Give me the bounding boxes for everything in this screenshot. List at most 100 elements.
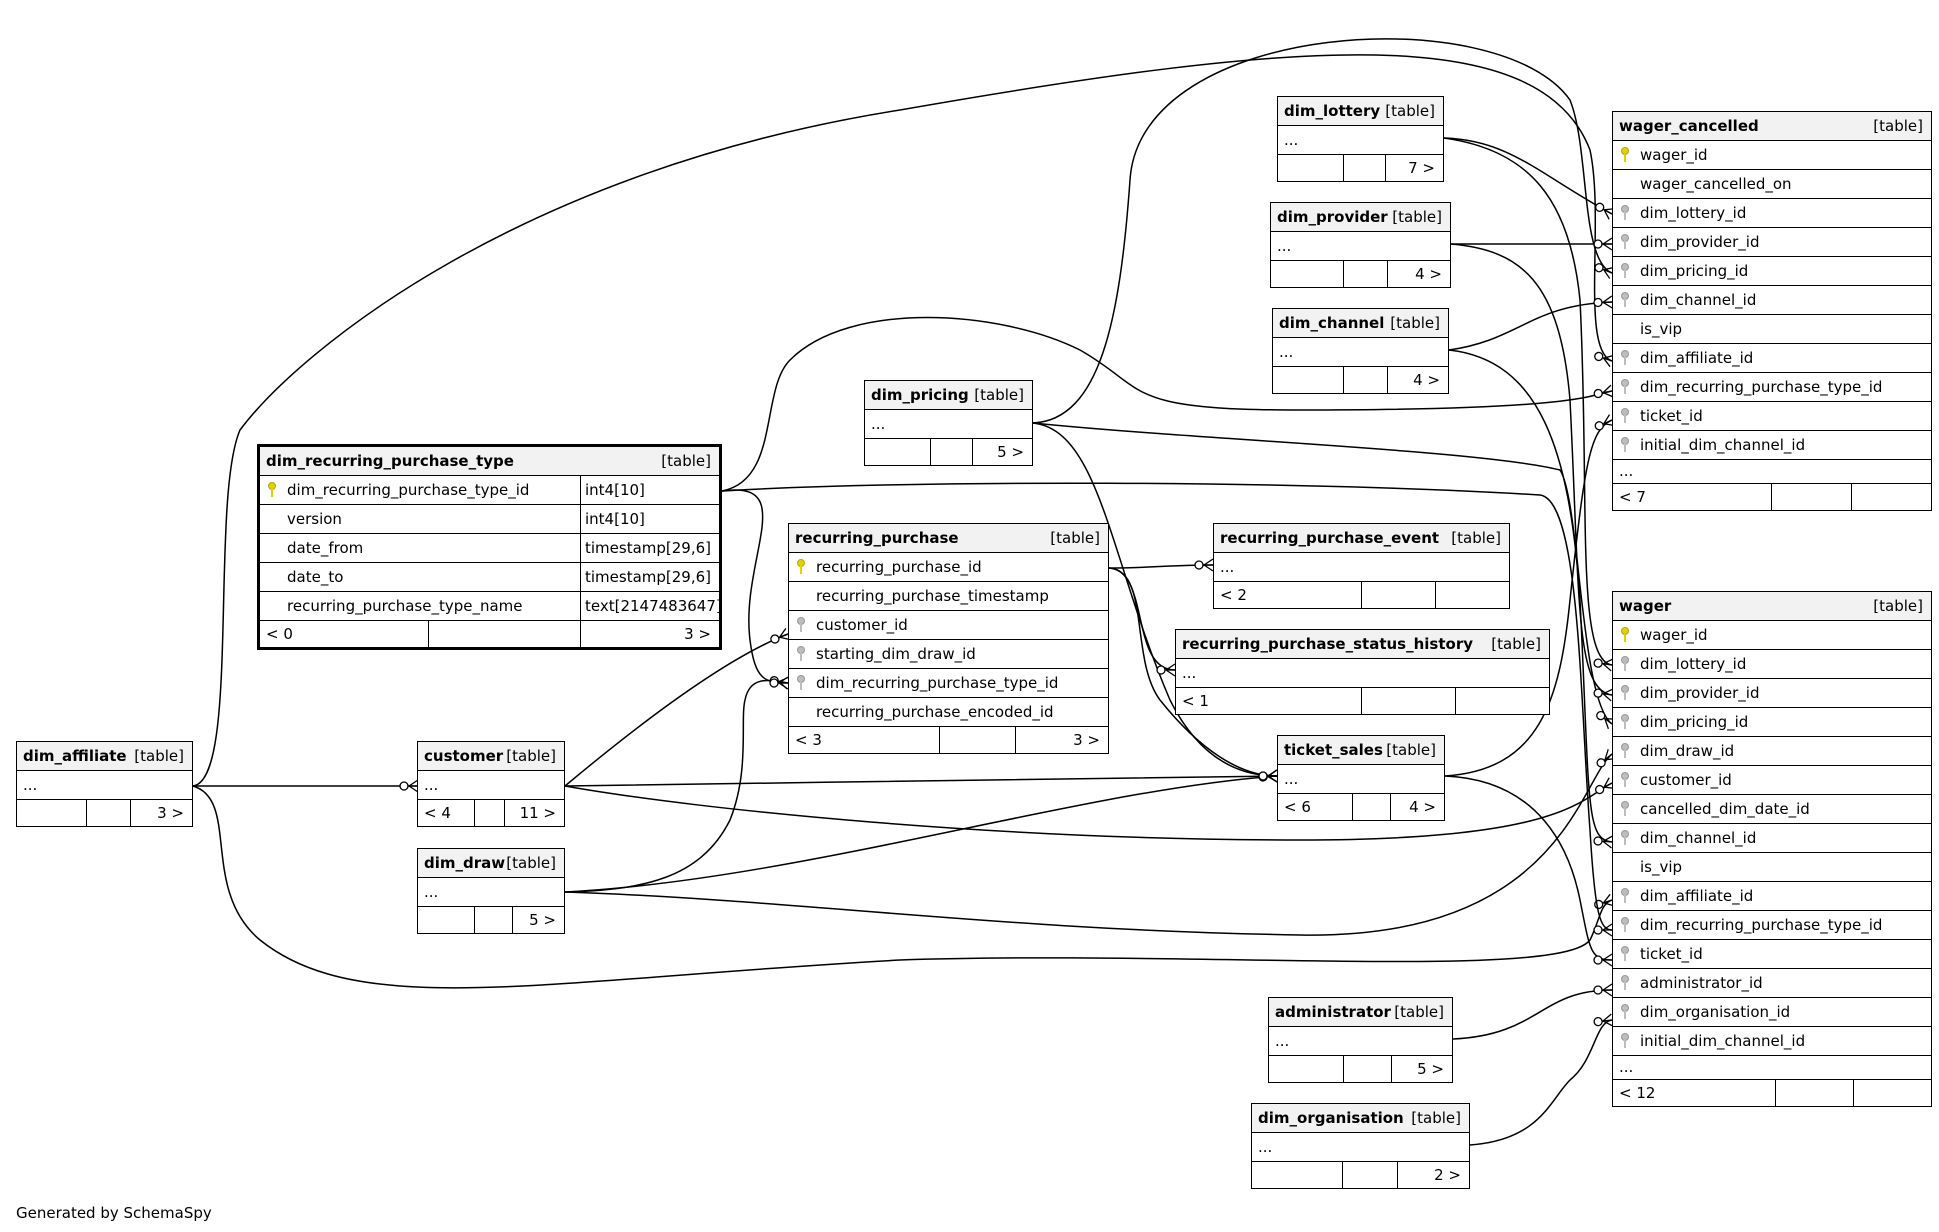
column-row[interactable]: dim_pricing_id — [1613, 708, 1931, 737]
foreign-key-icon — [797, 646, 805, 661]
foreign-key-icon — [1621, 437, 1629, 452]
column-row[interactable]: initial_dim_channel_id — [1613, 431, 1931, 460]
column-row[interactable]: recurring_purchase_timestamp — [789, 582, 1108, 611]
column-row[interactable]: dim_lottery_id — [1613, 650, 1931, 679]
table-recurring-purchase-event[interactable]: recurring_purchase_event[table] ... < 2 — [1213, 523, 1510, 609]
children-count[interactable]: 3 > — [157, 804, 184, 822]
columns-ellipsis: ... — [1271, 232, 1450, 261]
parents-count[interactable]: < 3 — [795, 731, 822, 749]
column-row[interactable]: ticket_id — [1613, 940, 1931, 969]
table-dim-organisation[interactable]: dim_organisation[table] ... 2 > — [1251, 1103, 1470, 1189]
foreign-key-icon — [1621, 946, 1629, 961]
column-row[interactable]: dim_organisation_id — [1613, 998, 1931, 1027]
table-wager-cancelled[interactable]: wager_cancelled[table] wager_id wager_ca… — [1612, 111, 1932, 511]
table-dim-draw[interactable]: dim_draw[table] ... 5 > — [417, 848, 565, 934]
table-dim-lottery[interactable]: dim_lottery[table] ... 7 > — [1277, 96, 1444, 182]
column-row[interactable]: dim_affiliate_id — [1613, 882, 1931, 911]
column-row[interactable]: recurring_purchase_type_name text[214748… — [260, 592, 722, 621]
column-row[interactable]: wager_id — [1613, 621, 1931, 650]
table-dim-recurring-purchase-type[interactable]: dim_recurring_purchase_type[table] dim_r… — [257, 444, 722, 650]
rel-recurring-ticket-sales — [1108, 567, 1278, 783]
column-row[interactable]: dim_affiliate_id — [1613, 344, 1931, 373]
table-customer[interactable]: customer[table] ... < 4 11 > — [417, 741, 565, 827]
table-dim-channel[interactable]: dim_channel[table] ... 4 > — [1272, 308, 1449, 394]
parents-count[interactable]: < 2 — [1220, 586, 1247, 604]
table-header[interactable]: recurring_purchase[table] — [789, 524, 1108, 553]
table-dim-pricing[interactable]: dim_pricing[table] ... 5 > — [864, 380, 1033, 466]
children-count[interactable]: 4 > — [1413, 371, 1440, 389]
table-recurring-purchase[interactable]: recurring_purchase[table] recurring_purc… — [788, 523, 1109, 754]
parents-count[interactable]: < 4 — [424, 804, 451, 822]
column-row[interactable]: dim_provider_id — [1613, 228, 1931, 257]
table-header[interactable]: dim_channel[table] — [1273, 309, 1448, 338]
children-count[interactable]: 4 > — [1415, 265, 1442, 283]
column-name: recurring_purchase_timestamp — [816, 587, 1049, 605]
column-row[interactable]: cancelled_dim_date_id — [1613, 795, 1931, 824]
column-row[interactable]: dim_recurring_purchase_type_id int4[10] — [260, 476, 719, 505]
children-count[interactable]: 11 > — [519, 804, 556, 822]
column-row[interactable]: is_vip — [1613, 315, 1931, 344]
children-count[interactable]: 4 > — [1409, 798, 1436, 816]
table-header[interactable]: dim_draw[table] — [418, 849, 564, 878]
column-row[interactable]: recurring_purchase_id — [789, 553, 1108, 582]
column-row[interactable]: dim_channel_id — [1613, 286, 1931, 315]
column-row[interactable]: dim_pricing_id — [1613, 257, 1931, 286]
column-row[interactable]: date_to timestamp[29,6] — [260, 563, 719, 592]
children-count[interactable]: 7 > — [1408, 159, 1435, 177]
table-header[interactable]: dim_organisation[table] — [1252, 1104, 1469, 1133]
parents-count[interactable]: < 7 — [1619, 488, 1646, 506]
table-wager[interactable]: wager[table] wager_id dim_lottery_id dim… — [1612, 591, 1932, 1107]
foreign-key-icon — [1621, 234, 1629, 249]
column-row[interactable]: wager_id — [1613, 141, 1931, 170]
children-count[interactable]: 5 > — [997, 443, 1024, 461]
column-row[interactable]: ticket_id — [1613, 402, 1931, 431]
table-name: customer — [424, 747, 504, 765]
table-header[interactable]: ticket_sales[table] — [1278, 736, 1444, 765]
children-count[interactable]: 5 > — [529, 911, 556, 929]
relationship-footer: < 7 — [1613, 484, 1931, 510]
table-dim-provider[interactable]: dim_provider[table] ... 4 > — [1270, 202, 1451, 288]
column-row[interactable]: dim_lottery_id — [1613, 199, 1931, 228]
table-header[interactable]: dim_provider[table] — [1271, 203, 1450, 232]
table-header[interactable]: dim_recurring_purchase_type[table] — [260, 447, 719, 476]
table-header[interactable]: dim_lottery[table] — [1278, 97, 1443, 126]
column-row[interactable]: dim_draw_id — [1613, 737, 1931, 766]
column-row[interactable]: dim_recurring_purchase_type_id — [789, 669, 1108, 698]
table-recurring-purchase-status-history[interactable]: recurring_purchase_status_history[table]… — [1175, 629, 1550, 715]
column-row[interactable]: initial_dim_channel_id — [1613, 1027, 1931, 1056]
column-row[interactable]: date_from timestamp[29,6] — [260, 534, 719, 563]
table-header[interactable]: dim_affiliate[table] — [17, 742, 192, 771]
table-ticket-sales[interactable]: ticket_sales[table] ... < 6 4 > — [1277, 735, 1445, 821]
table-administrator[interactable]: administrator[table] ... 5 > — [1268, 997, 1453, 1083]
table-header[interactable]: dim_pricing[table] — [865, 381, 1032, 410]
column-row[interactable]: dim_provider_id — [1613, 679, 1931, 708]
column-row[interactable]: starting_dim_draw_id — [789, 640, 1108, 669]
column-row[interactable]: wager_cancelled_on — [1613, 170, 1931, 199]
table-header[interactable]: customer[table] — [418, 742, 564, 771]
column-row[interactable]: is_vip — [1613, 853, 1931, 882]
column-row[interactable]: version int4[10] — [260, 505, 719, 534]
column-row[interactable]: dim_recurring_purchase_type_id — [1613, 373, 1931, 402]
parents-count[interactable]: < 6 — [1284, 798, 1311, 816]
table-header[interactable]: administrator[table] — [1269, 998, 1452, 1027]
column-row[interactable]: recurring_purchase_encoded_id — [789, 698, 1108, 727]
table-header[interactable]: recurring_purchase_event[table] — [1214, 524, 1509, 553]
children-count[interactable]: 3 > — [684, 625, 711, 643]
rel-rptype-wager-cancelled — [721, 316, 1614, 492]
column-row[interactable]: customer_id — [1613, 766, 1931, 795]
children-count[interactable]: 5 > — [1417, 1060, 1444, 1078]
table-header[interactable]: wager[table] — [1613, 592, 1931, 621]
column-row[interactable]: administrator_id — [1613, 969, 1931, 998]
column-row[interactable]: customer_id — [789, 611, 1108, 640]
table-dim-affiliate[interactable]: dim_affiliate[table] ... 3 > — [16, 741, 193, 827]
parents-count[interactable]: < 1 — [1182, 692, 1209, 710]
table-header[interactable]: wager_cancelled[table] — [1613, 112, 1931, 141]
column-type: timestamp[29,6] — [580, 563, 711, 591]
children-count[interactable]: 3 > — [1073, 731, 1100, 749]
column-row[interactable]: dim_channel_id — [1613, 824, 1931, 853]
table-header[interactable]: recurring_purchase_status_history[table] — [1176, 630, 1549, 659]
children-count[interactable]: 2 > — [1434, 1166, 1461, 1184]
column-row[interactable]: dim_recurring_purchase_type_id — [1613, 911, 1931, 940]
parents-count[interactable]: < 12 — [1619, 1084, 1656, 1102]
parents-count[interactable]: < 0 — [266, 625, 293, 643]
